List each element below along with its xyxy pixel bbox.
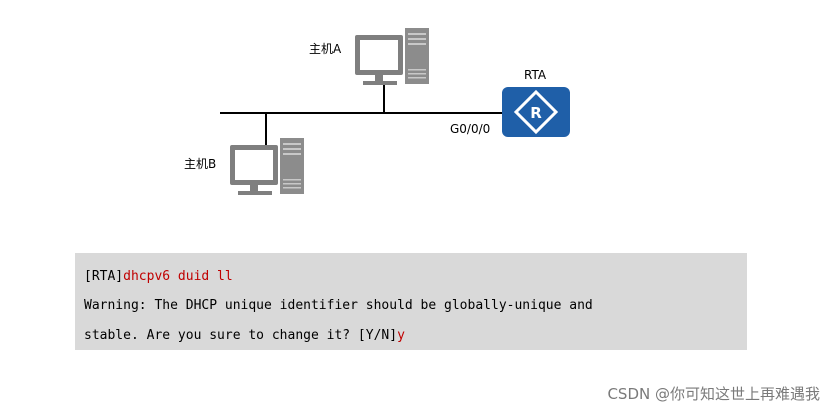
computer-icon-host-b bbox=[230, 138, 304, 195]
router-label: RTA bbox=[524, 68, 547, 82]
computer-icon-host-a bbox=[355, 28, 429, 85]
cli-warning-line-1: Warning: The DHCP unique identifier shou… bbox=[84, 298, 593, 313]
cli-warning-line-2: stable. Are you sure to change it? [Y/N]… bbox=[84, 328, 405, 343]
host-a-label: 主机A bbox=[309, 42, 342, 56]
cli-output-block: [RTA]dhcpv6 duid ll Warning: The DHCP un… bbox=[75, 253, 747, 350]
svg-text:R: R bbox=[530, 104, 542, 122]
cli-warning-text: stable. Are you sure to change it? [Y/N] bbox=[84, 328, 398, 343]
cli-command: dhcpv6 duid ll bbox=[123, 269, 233, 284]
cli-prompt: [RTA] bbox=[84, 269, 124, 284]
router-icon: R bbox=[502, 87, 570, 137]
network-topology: R bbox=[220, 28, 570, 195]
cli-command-line: [RTA]dhcpv6 duid ll bbox=[84, 269, 233, 284]
watermark: CSDN @你可知这世上再难遇我 bbox=[607, 385, 820, 403]
cli-answer: y bbox=[397, 328, 405, 343]
host-b-label: 主机B bbox=[184, 157, 217, 171]
interface-label: G0/0/0 bbox=[450, 122, 491, 136]
